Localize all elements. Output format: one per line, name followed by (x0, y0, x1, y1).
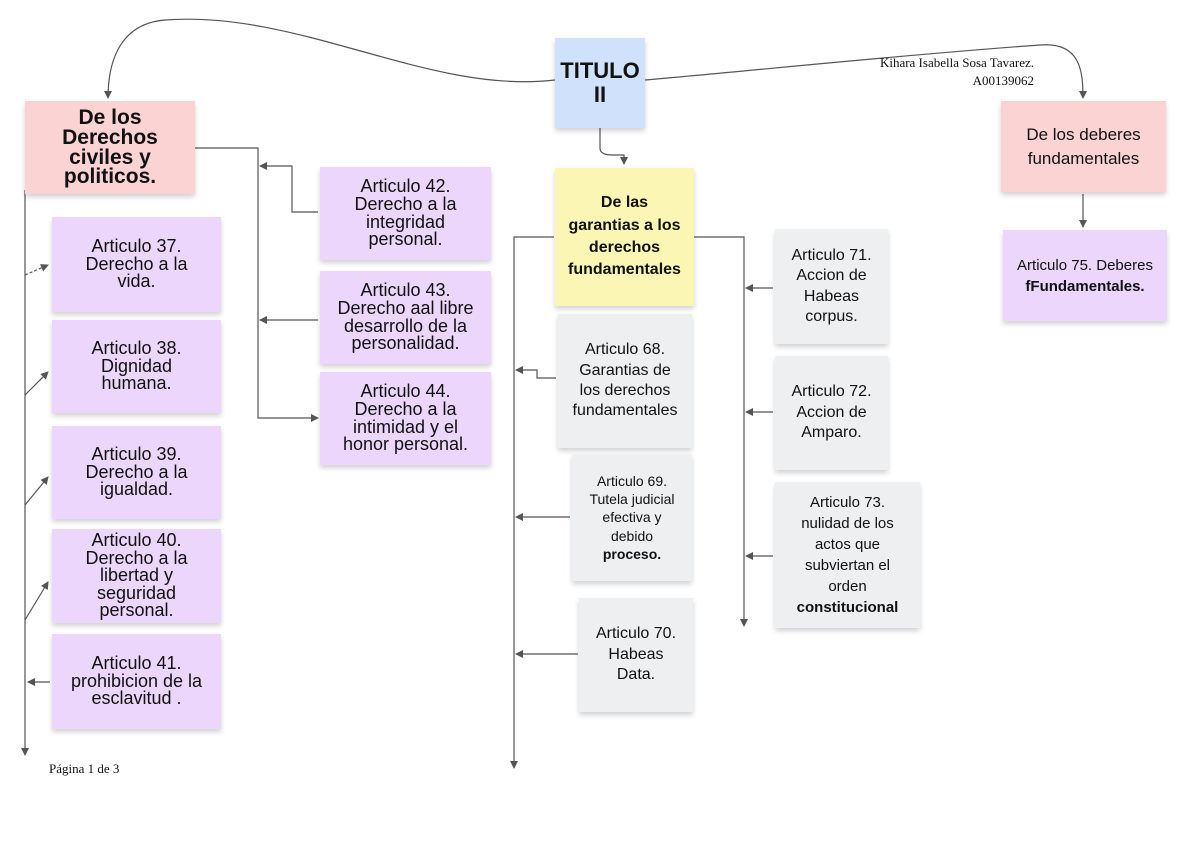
center-heading-line: garantias a los (568, 216, 681, 234)
article-line: nulidad de los (801, 515, 894, 532)
article-line: Articulo 37. (91, 236, 182, 257)
article-40-node[interactable]: Articulo 40. Derecho a la libertad y seg… (52, 529, 221, 623)
center-heading-node[interactable]: De las garantias a los derechos fundamen… (555, 168, 694, 306)
left-heading-line: De los (78, 105, 142, 129)
article-39-node[interactable]: Articulo 39. Derecho a la igualdad. (52, 426, 221, 519)
article-line: corpus. (805, 307, 858, 325)
article-line: Accion de (796, 403, 867, 421)
article-line: Articulo 70. (595, 625, 677, 643)
article-line: honor personal. (342, 434, 469, 455)
article-line: desarrollo de la (343, 315, 468, 336)
article-line: Habeas (608, 645, 664, 663)
article-line: Articulo 73. (809, 494, 886, 511)
titulo-line2: II (593, 82, 607, 107)
article-line: Garantias de (579, 361, 671, 379)
article-line: intimidad y el (352, 416, 459, 437)
article-37-node[interactable]: Articulo 37. Derecho a la vida. (52, 217, 221, 312)
article-41-node[interactable]: Articulo 41. prohibicion de la esclavitu… (52, 634, 221, 729)
article-line: Habeas (803, 287, 860, 305)
right-heading-line: De los deberes (1026, 124, 1141, 144)
article-line: Dignidad (100, 355, 173, 376)
article-line: Derecho a la (85, 253, 188, 274)
left-heading-line: Derechos (62, 125, 158, 149)
left-heading-line: politicos. (63, 165, 157, 189)
article-line: Derecho a la (354, 193, 457, 214)
article-line: Articulo 41. (91, 653, 182, 674)
article-line: subviertan el (804, 557, 891, 574)
article-line: Accion de (796, 267, 867, 285)
article-line: Derecho aal libre (337, 297, 474, 318)
titulo-line1: TITULO (560, 57, 640, 83)
article-75-node[interactable]: Articulo 75. Deberes fFundamentales. (1003, 230, 1167, 321)
article-line: libertad y (99, 565, 174, 586)
left-heading-node[interactable]: De los Derechos civiles y politicos. (25, 101, 195, 194)
article-71-node[interactable]: Articulo 71. Accion de Habeas corpus. (775, 229, 888, 344)
titulo-node[interactable]: TITULO II (555, 38, 645, 128)
article-line: humana. (101, 373, 172, 394)
article-line: Articulo 44. (360, 381, 451, 402)
article-42-node[interactable]: Articulo 42. Derecho a la integridad per… (320, 167, 491, 260)
article-line: personal. (368, 229, 443, 250)
right-heading-line: fundamentales (1027, 148, 1140, 168)
right-heading-node[interactable]: De los deberes fundamentales (1001, 101, 1166, 192)
article-line: personal. (99, 600, 174, 621)
article-69-node[interactable]: Articulo 69. Tutela judicial efectiva y … (572, 454, 692, 581)
article-line: personalidad. (351, 333, 460, 354)
article-43-node[interactable]: Articulo 43. Derecho aal libre desarroll… (320, 271, 491, 364)
center-heading-line: derechos (588, 239, 661, 256)
article-line: los derechos (579, 382, 671, 399)
article-line: fFundamentales. (1025, 277, 1145, 295)
article-line: Tutela judicial (589, 491, 675, 508)
article-line: Derecho a la (354, 398, 457, 419)
article-line: Articulo 42. (360, 176, 451, 197)
article-line: Amparo. (801, 424, 862, 442)
article-line: debido (610, 527, 654, 544)
article-line: esclavitud . (91, 688, 182, 709)
article-line: Articulo 39. (91, 444, 182, 465)
article-68-node[interactable]: Articulo 68. Garantias de los derechos f… (558, 314, 692, 448)
article-line: Articulo 40. (91, 529, 182, 550)
author-id: A00139062 (972, 72, 1034, 88)
article-line: Articulo 69. (596, 473, 668, 490)
author-name: Kihara Isabella Sosa Tavarez. (879, 55, 1034, 70)
page-footer: Página 1 de 3 (49, 761, 120, 776)
article-line: Derecho a la (85, 547, 188, 568)
article-line: constitucional (796, 599, 899, 616)
left-heading-line: civiles y (69, 145, 151, 169)
article-line: prohibicion de la (70, 670, 203, 691)
article-line: efectiva y (602, 509, 662, 526)
article-72-node[interactable]: Articulo 72. Accion de Amparo. (775, 356, 888, 470)
article-line: igualdad. (99, 479, 174, 500)
article-38-node[interactable]: Articulo 38. Dignidad humana. (52, 320, 221, 413)
article-line: Articulo 72. (791, 383, 872, 401)
article-line: Articulo 38. (91, 338, 182, 359)
article-line: Articulo 71. (791, 246, 872, 264)
article-line: proceso. (602, 545, 662, 562)
article-line: orden (828, 578, 867, 595)
article-line: Articulo 75. Deberes (1017, 256, 1153, 274)
author-info: Kihara Isabella Sosa Tavarez. A00139062 (880, 54, 1034, 89)
center-heading-line: De las (600, 194, 649, 212)
article-73-node[interactable]: Articulo 73. nulidad de los actos que su… (775, 482, 920, 628)
article-44-node[interactable]: Articulo 44. Derecho a la intimidad y el… (320, 372, 491, 465)
article-line: vida. (117, 271, 156, 292)
article-line: Articulo 43. (360, 280, 451, 301)
center-heading-line: fundamentales (568, 261, 681, 279)
article-line: actos que (814, 536, 881, 553)
article-70-node[interactable]: Articulo 70. Habeas Data. (579, 598, 693, 712)
article-line: integridad (365, 211, 446, 232)
article-line: Derecho a la (85, 461, 188, 482)
article-line: Articulo 68. (584, 341, 666, 359)
article-line: Data. (616, 666, 656, 684)
article-line: seguridad (96, 582, 177, 603)
article-line: fundamentales (572, 402, 678, 420)
